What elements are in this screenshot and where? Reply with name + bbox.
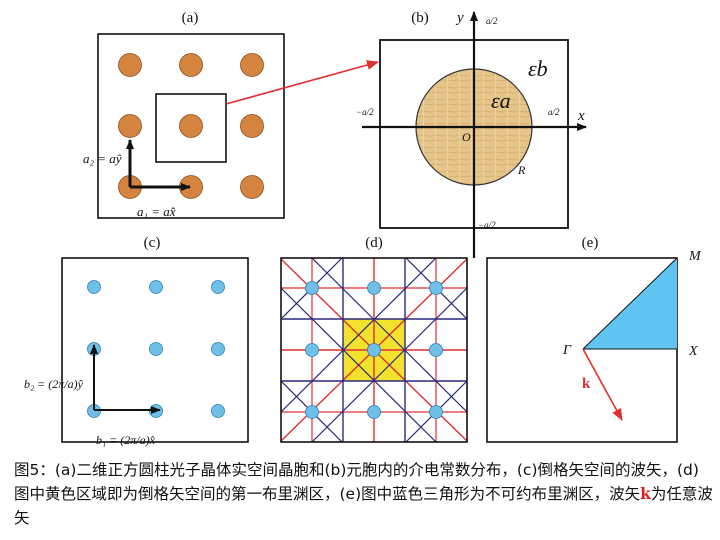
caption-k: k xyxy=(640,484,651,503)
bz-lattice-point xyxy=(305,343,319,357)
top-half-label: a/2 xyxy=(486,16,498,26)
bz-frame xyxy=(280,257,468,443)
a1-label: a₁ = ax̂ xyxy=(137,204,176,219)
panel-a-label: (a) xyxy=(182,10,199,26)
caption-text-2: 为任意波矢 xyxy=(14,485,713,527)
k-vector-arrow xyxy=(582,348,623,421)
cylinder-grid xyxy=(118,53,264,199)
bz-lattice-point xyxy=(367,281,381,295)
panel-e: (e) M X Γ k xyxy=(486,235,702,443)
unit-cell-box xyxy=(155,93,227,163)
bz-lattice-point xyxy=(305,405,319,419)
panel-c-label: (c) xyxy=(144,235,161,251)
ibz-frame xyxy=(486,257,678,443)
bz-lattice-point xyxy=(305,281,319,295)
reciprocal-point xyxy=(211,280,225,294)
gamma-m-edge xyxy=(582,257,678,350)
bz-lattice-point xyxy=(429,281,443,295)
bisector-line xyxy=(311,258,467,413)
panel-b: (b) x y O R εb εa a/2 a/2 −a/2 −a/2 xyxy=(356,10,587,258)
cylinder xyxy=(179,114,203,138)
reciprocal-point xyxy=(211,404,225,418)
a2-label: a₂ = aŷ xyxy=(83,151,122,166)
cylinder xyxy=(240,114,264,138)
origin-label: O xyxy=(462,130,471,144)
cylinder xyxy=(240,175,264,199)
radius-label: R xyxy=(517,163,526,177)
cylinder xyxy=(118,114,142,138)
b1-label: b₁ = (2π/a)x̂ xyxy=(96,433,156,447)
reciprocal-point xyxy=(87,280,101,294)
bottom-half-label: −a/2 xyxy=(478,220,496,230)
eps-b-label: εb xyxy=(528,56,548,81)
gamma-point-label: Γ xyxy=(562,343,572,358)
left-half-label: −a/2 xyxy=(356,107,374,117)
panel-c: (c) b₂ = (2π/a)ŷ b₁ = (2π/a)x̂ xyxy=(24,235,249,447)
panel-b-label: (b) xyxy=(411,10,429,26)
bz-lattice-point xyxy=(429,405,443,419)
reciprocal-point xyxy=(149,342,163,356)
caption-text-1: 图5：(a)二维正方圆柱光子晶体实空间晶胞和(b)元胞内的介电常数分布，(c)倒… xyxy=(14,461,699,503)
b2-label: b₂ = (2π/a)ŷ xyxy=(24,377,84,391)
cylinder xyxy=(179,53,203,77)
reciprocal-frame xyxy=(61,257,249,443)
bz-lattice-points xyxy=(305,281,443,419)
bisector-line xyxy=(281,258,437,413)
bz-lattice-point xyxy=(367,405,381,419)
figure-caption: 图5：(a)二维正方圆柱光子晶体实空间晶胞和(b)元胞内的介电常数分布，(c)倒… xyxy=(14,458,714,530)
reciprocal-points xyxy=(87,280,225,418)
zoom-arrow xyxy=(225,60,379,105)
bisector-line xyxy=(281,287,437,442)
k-label: k xyxy=(582,376,591,392)
y-axis-label: y xyxy=(455,10,464,26)
panel-a: (a) a₂ = aŷ a₁ = ax̂ xyxy=(83,10,285,219)
lattice-frame xyxy=(97,33,285,219)
bisector-line xyxy=(311,287,467,442)
m-point-label: M xyxy=(688,249,702,264)
x-point-label: X xyxy=(688,344,698,359)
eps-a-label: εa xyxy=(491,88,511,113)
bz-lattice-point xyxy=(429,343,443,357)
bz-lattice-point xyxy=(367,343,381,357)
panel-d: (d) xyxy=(280,235,468,443)
x-axis-label: x xyxy=(577,108,585,124)
panel-e-label: (e) xyxy=(582,235,599,251)
right-half-label: a/2 xyxy=(548,107,560,117)
reciprocal-point xyxy=(149,280,163,294)
cylinder xyxy=(118,53,142,77)
panel-d-label: (d) xyxy=(365,235,383,251)
cylinder xyxy=(240,53,264,77)
reciprocal-point xyxy=(211,342,225,356)
